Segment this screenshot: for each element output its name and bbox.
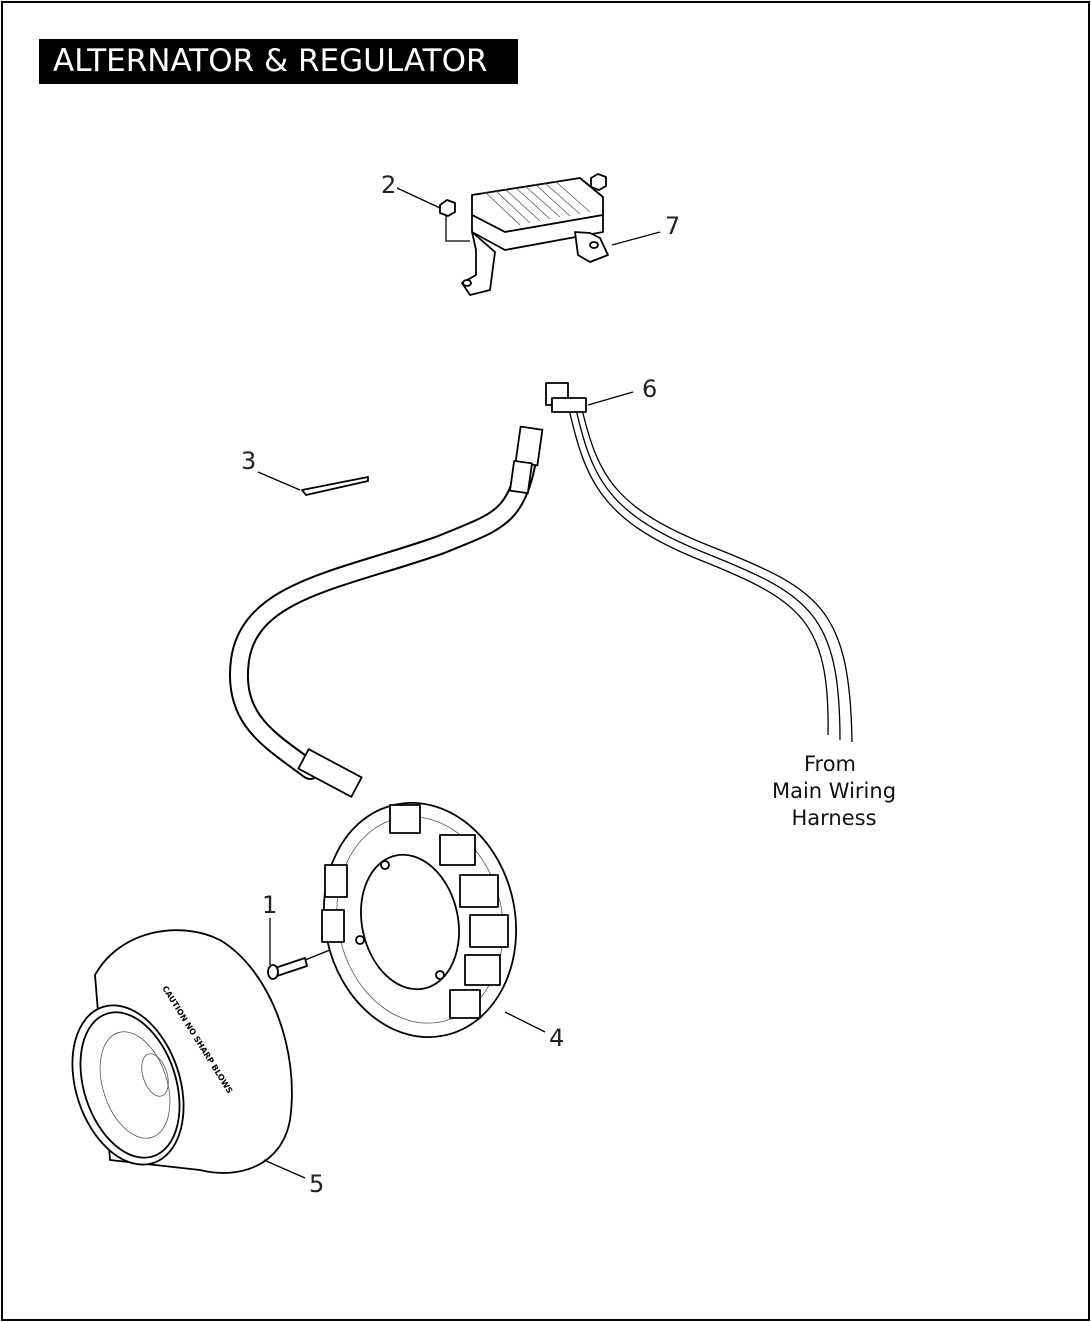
stator-lead-wire[interactable] [228,425,544,798]
stator[interactable] [303,785,538,1055]
callout-1: 1 [262,891,277,919]
rotor[interactable]: CAUTION NO SHARP BLOWS [53,929,293,1179]
diagram-title: ALTERNATOR & REGULATOR [39,39,518,84]
voltage-regulator[interactable] [445,177,609,296]
nut-left[interactable] [439,199,456,217]
callout-5: 5 [309,1170,324,1198]
nut-right[interactable] [590,173,607,191]
note-line-1: From [804,752,856,776]
note-line-2: Main Wiring [772,779,896,803]
note-line-3: Harness [791,806,876,830]
callout-4: 4 [549,1024,564,1052]
callout-2: 2 [381,171,396,199]
cable-strap[interactable] [301,476,369,496]
callout-6: 6 [642,375,657,403]
callout-3: 3 [241,447,256,475]
bolt[interactable] [267,949,331,980]
main-harness-wires[interactable] [545,382,853,743]
leader-lines [257,187,661,1179]
callout-7: 7 [665,212,680,240]
